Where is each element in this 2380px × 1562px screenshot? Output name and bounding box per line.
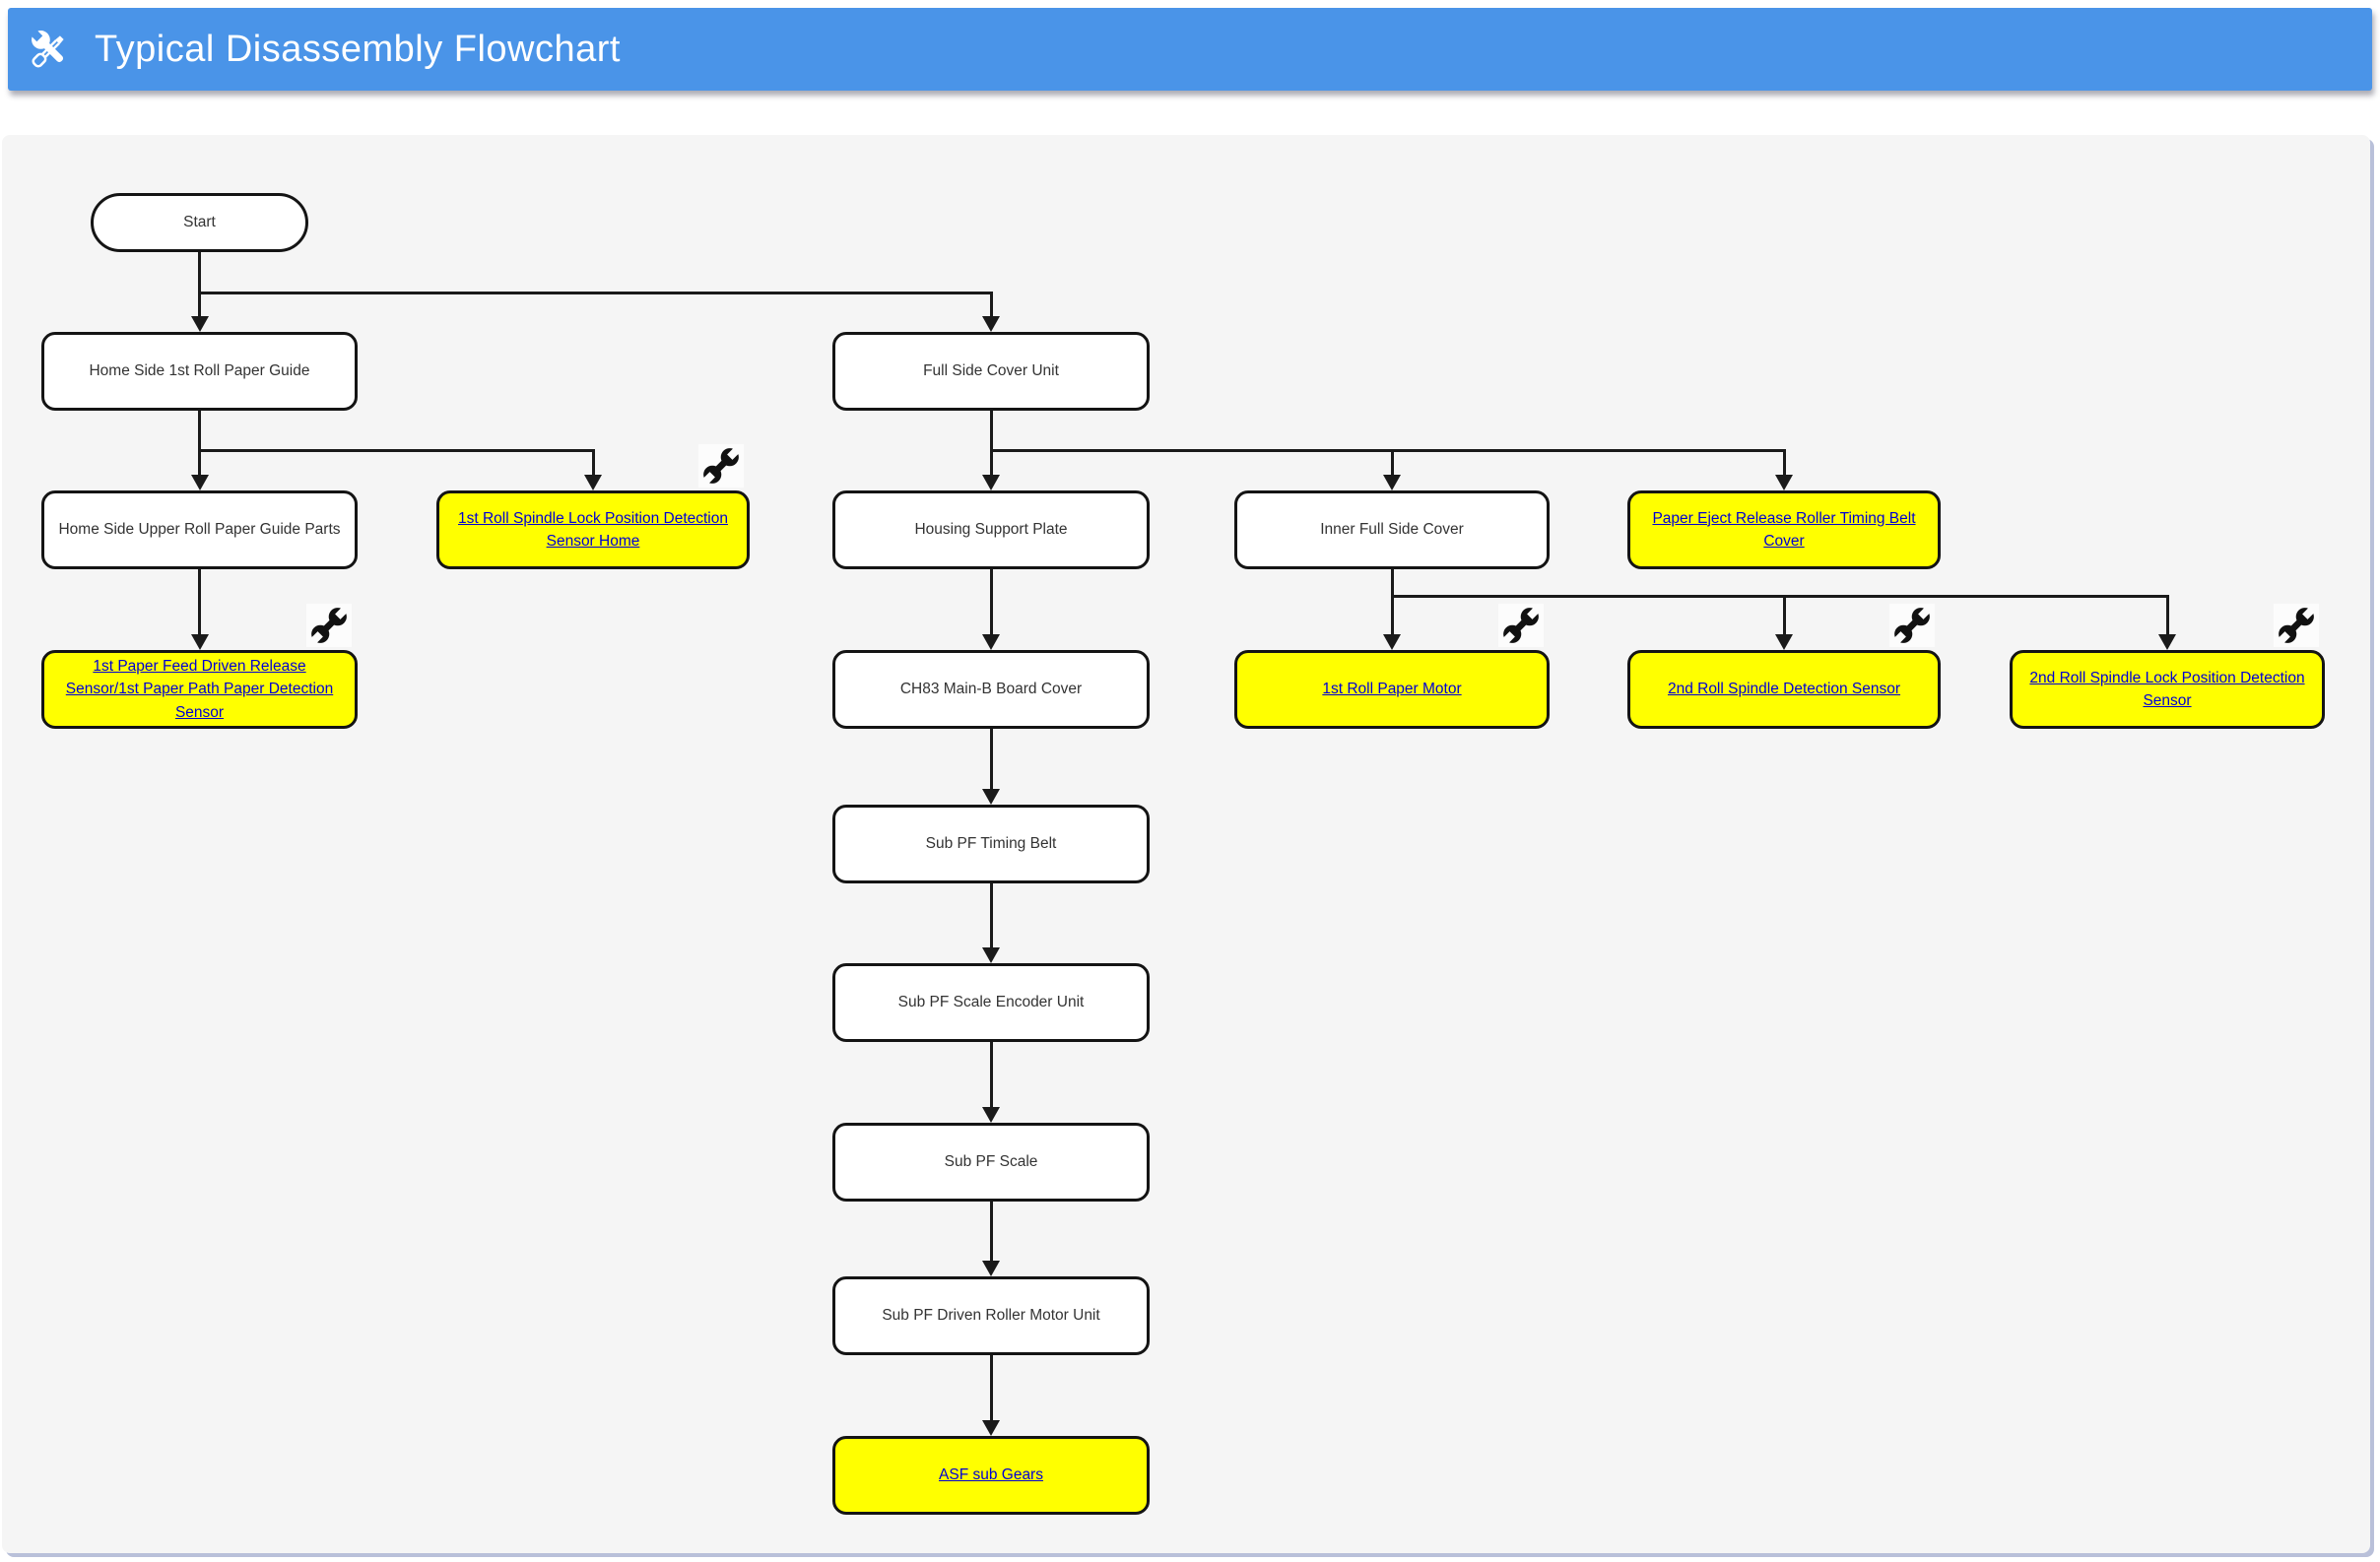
flow-node-link-label[interactable]: 2nd Roll Spindle Detection Sensor: [1667, 681, 1901, 698]
flow-edge-line: [591, 450, 595, 478]
flow-node-link-label[interactable]: ASF sub Gears: [939, 1466, 1043, 1484]
wrench-icon: [1498, 604, 1544, 647]
flow-edge-line: [198, 411, 201, 477]
flow-edge-line: [989, 883, 993, 950]
flow-edge-line: [989, 448, 1786, 452]
flow-arrowhead-icon: [190, 316, 209, 332]
flow-edge-line: [989, 569, 993, 637]
flow-edge-line: [198, 252, 201, 319]
wrench-icon: [1889, 604, 1935, 647]
flow-node-paper-eject-release-roller-timing-belt-cover[interactable]: Paper Eject Release Roller Timing Belt C…: [1627, 490, 1941, 569]
flow-node-link-label[interactable]: Paper Eject Release Roller Timing Belt C…: [1652, 509, 1916, 550]
flow-node-sub-pf-timing-belt: Sub PF Timing Belt: [832, 805, 1150, 883]
app-header: Typical Disassembly Flowchart: [8, 8, 2372, 91]
flowchart-panel: [2, 135, 2370, 1553]
flow-node-1st-paper-feed-driven-release-sensor[interactable]: 1st Paper Feed Driven Release Sensor/1st…: [41, 650, 358, 729]
flow-node-link-label[interactable]: 1st Paper Feed Driven Release Sensor/1st…: [65, 658, 334, 721]
flow-node-label: Full Side Cover Unit: [923, 361, 1059, 379]
flow-node-start: Start: [91, 193, 308, 252]
flow-edge-line: [1390, 594, 2169, 598]
flow-arrowhead-icon: [982, 947, 1000, 963]
flow-node-label: Start: [183, 213, 216, 230]
flow-node-label: CH83 Main-B Board Cover: [899, 680, 1083, 697]
flow-edge-line: [1782, 596, 1786, 637]
flow-node-label: Sub PF Scale: [944, 1152, 1038, 1170]
flow-node-label: Home Side 1st Roll Paper Guide: [89, 361, 310, 379]
tools-icon: [26, 25, 75, 74]
flow-node-link-label[interactable]: 2nd Roll Spindle Lock Position Detection…: [2029, 669, 2305, 709]
flow-arrowhead-icon: [982, 1420, 1000, 1436]
wrench-icon: [2274, 604, 2319, 647]
flow-edge-line: [989, 1202, 993, 1264]
flow-arrowhead-icon: [1383, 475, 1401, 490]
flow-arrowhead-icon: [982, 475, 1000, 490]
flow-node-home-side-upper-roll-paper-guide-parts: Home Side Upper Roll Paper Guide Parts: [41, 490, 358, 569]
page-title: Typical Disassembly Flowchart: [95, 28, 621, 70]
flow-node-link-label[interactable]: 1st Roll Paper Motor: [1322, 681, 1462, 698]
flow-edge-line: [1390, 569, 1394, 637]
flow-node-link-label[interactable]: 1st Roll Spindle Lock Position Detection…: [458, 509, 728, 550]
flow-node-sub-pf-scale: Sub PF Scale: [832, 1123, 1150, 1202]
flow-arrowhead-icon: [1775, 475, 1793, 490]
flow-arrowhead-icon: [584, 475, 602, 490]
flow-edge-line: [989, 729, 993, 792]
flow-arrowhead-icon: [1775, 634, 1793, 650]
flow-node-sub-pf-driven-roller-motor-unit: Sub PF Driven Roller Motor Unit: [832, 1276, 1150, 1355]
flow-node-inner-full-side-cover: Inner Full Side Cover: [1234, 490, 1550, 569]
flow-node-label: Inner Full Side Cover: [1320, 520, 1464, 538]
wrench-icon: [698, 444, 744, 488]
flow-node-ch83-main-b-board-cover: CH83 Main-B Board Cover: [832, 650, 1150, 729]
flow-node-2nd-roll-spindle-lock-position-detection-sensor[interactable]: 2nd Roll Spindle Lock Position Detection…: [2010, 650, 2325, 729]
flow-node-label: Sub PF Timing Belt: [925, 834, 1057, 852]
flow-node-label: Home Side Upper Roll Paper Guide Parts: [58, 520, 341, 538]
flow-node-asf-sub-gears[interactable]: ASF sub Gears: [832, 1436, 1150, 1515]
flow-node-full-side-cover-unit: Full Side Cover Unit: [832, 332, 1150, 411]
flow-arrowhead-icon: [1383, 634, 1401, 650]
flow-node-label: Sub PF Scale Encoder Unit: [897, 993, 1085, 1010]
flow-edge-line: [1782, 450, 1786, 478]
flow-arrowhead-icon: [2158, 634, 2176, 650]
flow-node-1st-roll-spindle-lock-position-detection-sensor-home[interactable]: 1st Roll Spindle Lock Position Detection…: [436, 490, 750, 569]
flow-node-housing-support-plate: Housing Support Plate: [832, 490, 1150, 569]
flow-edge-line: [2165, 596, 2169, 637]
flow-edge-line: [198, 291, 993, 294]
flow-arrowhead-icon: [982, 634, 1000, 650]
wrench-icon: [306, 604, 352, 647]
flow-arrowhead-icon: [982, 789, 1000, 805]
flow-arrowhead-icon: [982, 1107, 1000, 1123]
flow-node-2nd-roll-spindle-detection-sensor[interactable]: 2nd Roll Spindle Detection Sensor: [1627, 650, 1941, 729]
flow-edge-line: [989, 411, 993, 478]
flow-edge-line: [198, 569, 201, 637]
flow-edge-line: [989, 293, 993, 319]
flow-arrowhead-icon: [982, 1261, 1000, 1276]
flow-arrowhead-icon: [982, 316, 1000, 332]
flow-node-1st-roll-paper-motor[interactable]: 1st Roll Paper Motor: [1234, 650, 1550, 729]
flow-edge-line: [989, 1042, 993, 1110]
flow-node-label: Sub PF Driven Roller Motor Unit: [882, 1306, 1100, 1324]
flow-arrowhead-icon: [190, 634, 209, 650]
flow-arrowhead-icon: [190, 475, 209, 490]
flow-node-label: Housing Support Plate: [914, 520, 1068, 538]
flow-node-sub-pf-scale-encoder-unit: Sub PF Scale Encoder Unit: [832, 963, 1150, 1042]
flow-node-home-side-1st-roll-paper-guide: Home Side 1st Roll Paper Guide: [41, 332, 358, 411]
flow-edge-line: [198, 448, 595, 452]
flow-edge-line: [1390, 450, 1394, 478]
flow-edge-line: [989, 1355, 993, 1423]
